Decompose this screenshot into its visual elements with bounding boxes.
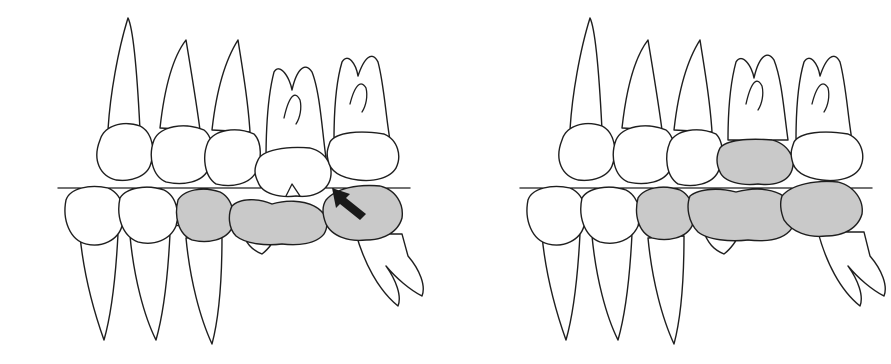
- mandibular-molar-1-crown: [688, 189, 795, 241]
- maxillary-premolar-2-crown: [667, 130, 723, 186]
- mandibular-premolar-1-crown: [581, 187, 640, 243]
- mandibular-canine-crown: [65, 187, 123, 246]
- mandibular-premolar-2-crown: [177, 189, 234, 241]
- maxillary-premolar-2-crown: [205, 130, 261, 186]
- maxillary-premolar-1-crown: [613, 126, 674, 184]
- maxillary-canine-crown: [559, 124, 615, 181]
- maxillary-molar-1-crown: [255, 148, 331, 197]
- maxillary-molar-2-crown: [327, 132, 399, 180]
- mandibular-premolar-2-crown: [637, 187, 694, 239]
- maxillary-premolar-1-crown: [151, 126, 212, 184]
- mandibular-molar-2-crown: [781, 182, 863, 237]
- maxillary-molar-2-crown: [791, 132, 863, 180]
- maxillary-molar-1-crown: [717, 139, 793, 184]
- mandibular-canine-crown: [527, 187, 585, 246]
- mandibular-molar-1-crown: [229, 200, 326, 245]
- mandibular-premolar-1-crown: [119, 187, 178, 243]
- maxillary-canine-crown: [97, 124, 153, 181]
